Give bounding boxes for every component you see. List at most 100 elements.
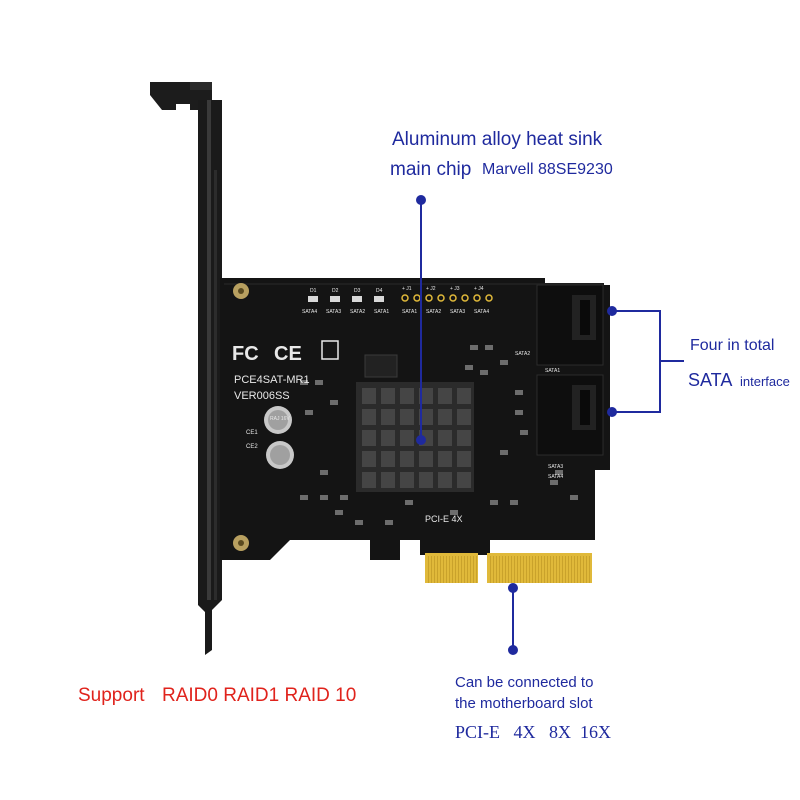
board-model: PCE4SAT-MR1 [234,374,310,386]
jumper-pin [485,294,493,302]
smd-component [550,480,558,485]
jumper-label: + J1 [402,286,412,292]
capacitor-ce2 [266,441,294,469]
jumper-label: + J4 [474,286,484,292]
smd-component [300,380,308,385]
mounting-bracket [150,82,222,655]
led-pad [308,296,318,302]
smd-component [305,410,313,415]
heat-sink-fin [457,388,471,404]
right-port-label: SATA2 [515,351,530,357]
heat-sink-fin [419,409,433,425]
led-label: D3 [354,288,361,294]
smd-component [465,365,473,370]
heatsink-callout-title: Aluminum alloy heat sink [392,129,603,150]
raid-callout-levels: RAID0 RAID1 RAID 10 [162,685,357,706]
heat-sink-fin [362,430,376,446]
sata-port-label: SATA2 [350,309,365,315]
heat-sink-fin [362,388,376,404]
jumper-pin [401,294,409,302]
led-pad [352,296,362,302]
heat-sink-fin [457,409,471,425]
right-port-label: SATA3 [548,464,563,470]
heat-sink-fin [400,451,414,467]
sata-port-label: SATA1 [374,309,389,315]
heat-sink-fin [362,451,376,467]
heat-sink-fin [438,472,452,488]
cap-label-ce2: CE2 [246,444,258,450]
weee-icon [321,340,339,360]
heat-sink-fin [381,430,395,446]
smd-component [470,345,478,350]
slot-callout-pcie: PCI-E 4X 8X 16X [455,722,611,742]
ce-mark: CE [274,343,302,365]
heat-sink-fin [381,388,395,404]
fc-mark: FC [232,343,259,365]
led-pad [330,296,340,302]
sata-callout-interface: interface [740,374,790,389]
heat-sink-fin [438,451,452,467]
heatsink-callout-prefix: main chip [390,159,472,180]
sata-callout-count: Four in total [690,337,775,354]
smd-component [570,495,578,500]
board-version: VER006SS [234,390,290,402]
smd-component [405,500,413,505]
sata-port-label: SATA4 [474,309,489,315]
smd-component [515,390,523,395]
heat-sink-fin [381,409,395,425]
led-label: D1 [310,288,317,294]
sata-port-label: SATA1 [402,309,417,315]
slot-callout-line1: Can be connected to [455,674,594,691]
smd-component [320,470,328,475]
right-port-label: SATA4 [548,474,563,480]
heat-sink [356,382,474,492]
sata-port-label: SATA4 [302,309,317,315]
raid-callout-prefix: Support [78,685,145,706]
smd-component [450,510,458,515]
capacitor-ce1 [264,406,292,434]
jumper-pin [449,294,457,302]
smd-component [340,495,348,500]
heat-sink-fin [457,472,471,488]
smd-component [320,495,328,500]
led-label: D2 [332,288,339,294]
jumper-pin [473,294,481,302]
smd-component [555,470,563,475]
right-port-label: SATA1 [545,368,560,374]
smd-component [335,510,343,515]
smd-component [485,345,493,350]
smd-component [500,450,508,455]
callout-lines [416,195,684,655]
sata-callout-word: SATA [688,370,733,390]
smd-component [385,520,393,525]
smd-component [300,495,308,500]
gold-fingers [425,553,592,583]
smd-component [520,430,528,435]
led-pad [374,296,384,302]
sata-connector-bottom [536,374,604,456]
heat-sink-fin [400,472,414,488]
jumper-pin [461,294,469,302]
heat-sink-fin [400,388,414,404]
sata-connector-top [536,284,604,366]
bus-label: PCI-E 4X [425,514,463,524]
jumper-pin [437,294,445,302]
smd-component [510,500,518,505]
jumper-label: + J3 [450,286,460,292]
smd-component [500,360,508,365]
heatsink-callout-chip: Marvell 88SE9230 [482,161,613,178]
sata-port-label: SATA2 [426,309,441,315]
heat-sink-fin [438,388,452,404]
heat-sink-fin [438,430,452,446]
smd-component [515,410,523,415]
heat-sink-fin [381,451,395,467]
smd-component [490,500,498,505]
heat-sink-fin [457,430,471,446]
smd-component [480,370,488,375]
heat-sink-fin [419,451,433,467]
heat-sink-fin [362,472,376,488]
smd-component [315,380,323,385]
heat-sink-fin [457,451,471,467]
jumper-label: + J2 [426,286,436,292]
